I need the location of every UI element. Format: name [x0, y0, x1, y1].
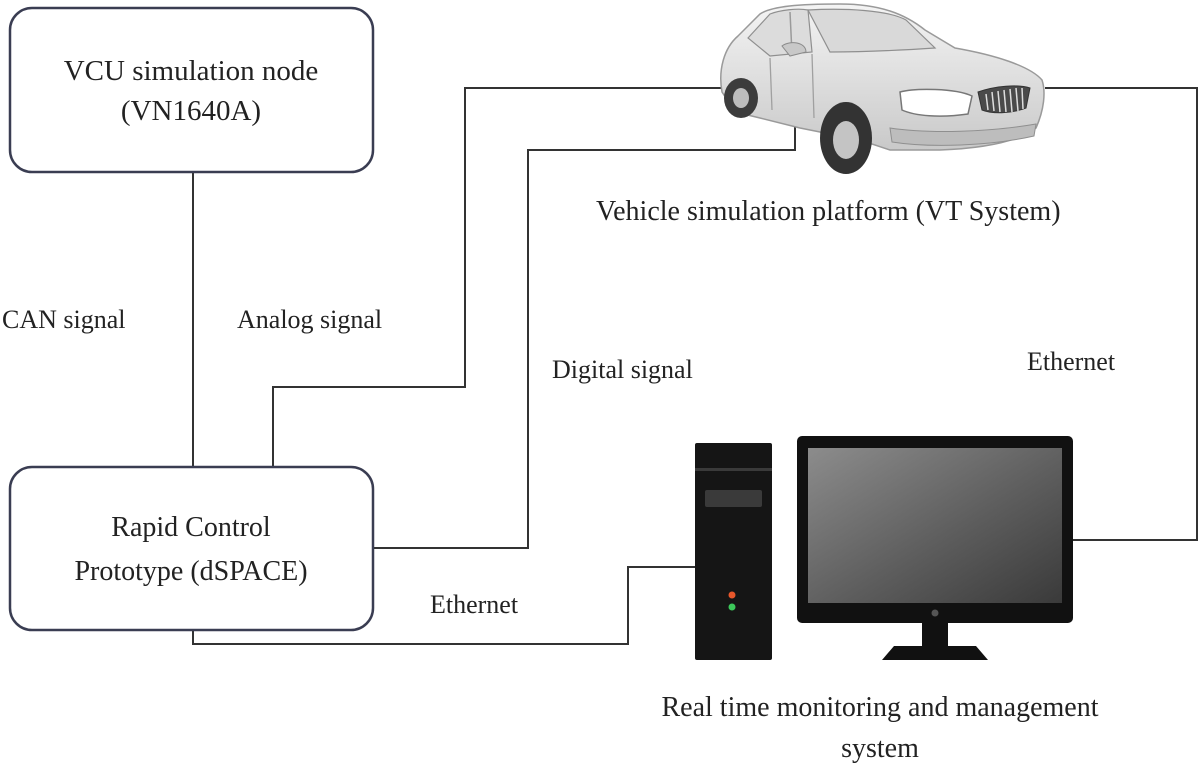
monitor-icon	[797, 436, 1073, 660]
monitor-label-line2: system	[841, 733, 919, 764]
analog-signal-label: Analog signal	[237, 305, 382, 334]
ethernet-vehicle-label: Ethernet	[1027, 347, 1116, 376]
ethernet-pc-label: Ethernet	[430, 590, 519, 619]
ethernet-pc-line	[192, 566, 696, 645]
vcu-node: VCU simulation node (VN1640A)	[8, 6, 375, 174]
monitor-label-line1: Real time monitoring and management	[662, 692, 1099, 723]
computer-tower-icon	[695, 443, 772, 660]
ethernet-vehicle-line	[1045, 87, 1198, 541]
rcp-node: Rapid Control Prototype (dSPACE)	[8, 465, 375, 632]
car-icon	[720, 3, 1045, 174]
vcu-label-line2: (VN1640A)	[121, 95, 261, 127]
vcu-label-line1: VCU simulation node	[64, 55, 319, 87]
analog-signal-line	[272, 87, 722, 467]
rcp-label-line1: Rapid Control	[111, 512, 271, 543]
vehicle-label: Vehicle simulation platform (VT System)	[596, 196, 1061, 227]
digital-signal-label: Digital signal	[552, 355, 693, 384]
can-signal-label: CAN signal	[2, 305, 126, 334]
rcp-label-line2: Prototype (dSPACE)	[74, 556, 307, 587]
digital-signal-line	[373, 120, 796, 549]
